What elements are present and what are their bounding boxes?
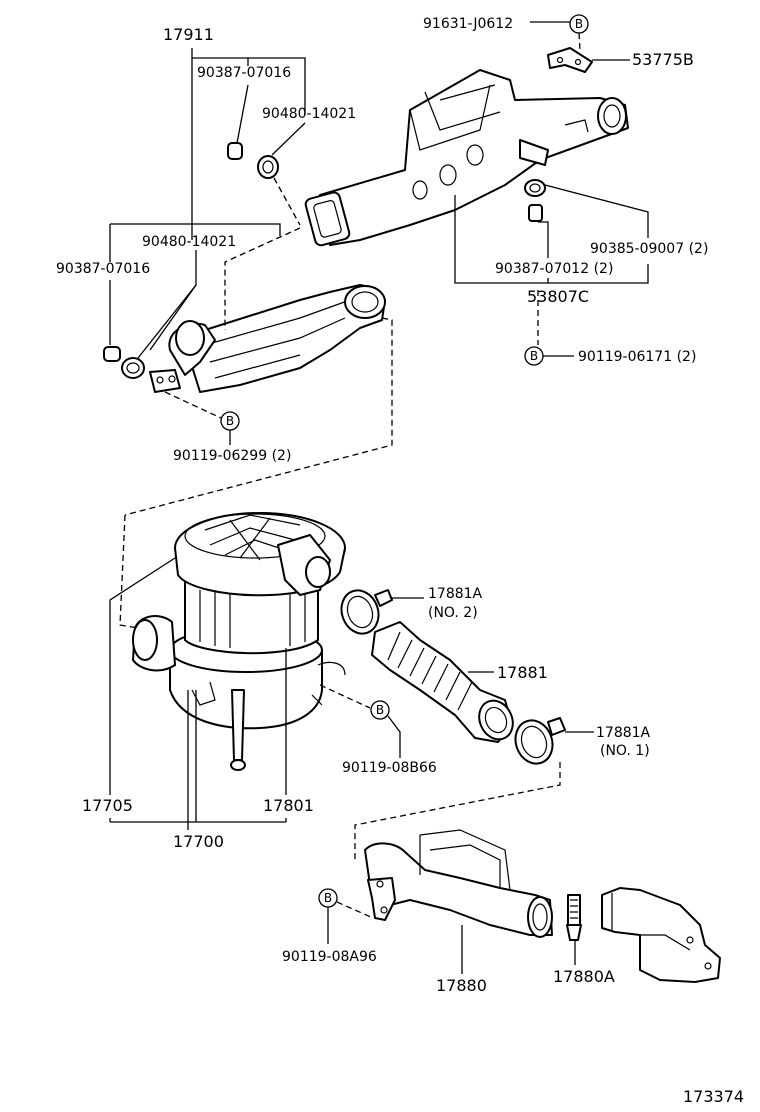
- bubble-b-2: B: [575, 17, 583, 31]
- bubble-b-3: B: [530, 349, 538, 363]
- label-17881a-no1-sub: (NO. 1): [600, 743, 650, 759]
- collar-90387-07012: [528, 204, 543, 222]
- label-17700: 17700: [173, 832, 224, 851]
- label-90387-07016-a: 90387-07016: [197, 65, 291, 81]
- clamp-17881a-no1: [514, 717, 566, 765]
- intake-duct-17911: [149, 284, 386, 393]
- label-90387-07012: 90387-07012 (2): [495, 261, 613, 277]
- intake-manifold-connector: [601, 887, 721, 983]
- grommet-90480-14021-b: [121, 357, 145, 379]
- intake-pipe-17880: [364, 829, 553, 938]
- label-90480-14021-b: 90480-14021: [142, 234, 236, 250]
- label-53807c: 53807C: [527, 287, 589, 306]
- label-90385-09007: 90385-09007 (2): [590, 241, 708, 257]
- grommet-90385-09007: [524, 179, 546, 197]
- label-90119-08b66: 90119-08B66: [342, 760, 437, 776]
- bracket-53775b: [547, 47, 593, 73]
- bubble-b-4: B: [376, 703, 384, 717]
- label-53775b: 53775B: [632, 50, 694, 69]
- hose-17881: [371, 621, 514, 743]
- label-91631-j0612: 91631-J0612: [423, 16, 513, 32]
- clip-17880a: [566, 894, 582, 941]
- label-17880a: 17880A: [553, 967, 615, 986]
- label-17881a-no1: 17881A: [596, 725, 651, 741]
- bubble-b-1: B: [226, 414, 234, 428]
- label-17881a-no2-sub: (NO. 2): [428, 605, 478, 621]
- collar-90387-07016-b: [103, 346, 121, 362]
- label-17880: 17880: [436, 976, 487, 995]
- label-90480-14021-a: 90480-14021: [262, 106, 356, 122]
- collar-90387-07016-a: [227, 142, 243, 160]
- label-90387-07016-b: 90387-07016: [56, 261, 150, 277]
- label-90119-06171: 90119-06171 (2): [578, 349, 696, 365]
- label-90119-06299: 90119-06299 (2): [173, 448, 291, 464]
- label-17911: 17911: [163, 25, 214, 44]
- air-cleaner-17700: [132, 512, 346, 771]
- bubble-b-5: B: [324, 891, 332, 905]
- label-17705: 17705: [82, 796, 133, 815]
- grommet-90480-14021-a: [257, 155, 279, 179]
- label-90119-08a96: 90119-08A96: [282, 949, 377, 965]
- label-17881a-no2: 17881A: [428, 586, 483, 602]
- label-17881: 17881: [497, 663, 548, 682]
- clamp-17881a-no2: [340, 589, 393, 635]
- label-17801: 17801: [263, 796, 314, 815]
- figure-id: 173374: [683, 1087, 744, 1106]
- intake-pipe-53807c: [304, 69, 629, 247]
